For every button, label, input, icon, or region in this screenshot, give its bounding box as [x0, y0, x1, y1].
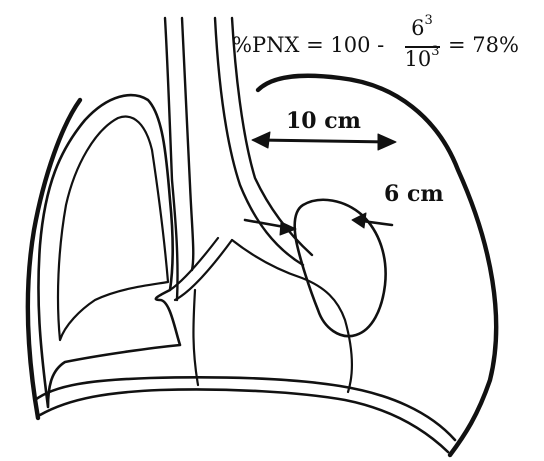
mediastinum — [193, 240, 352, 392]
pneumothorax-formula: %PNX = 100 - 63 103 = 78% — [232, 16, 538, 78]
formula-result: = 78% — [448, 33, 519, 57]
diaphragm — [35, 377, 455, 452]
measurement-6cm-label: 6 cm — [384, 181, 444, 207]
left-lung-inner — [58, 117, 168, 340]
trachea-inner-left-wall — [182, 18, 193, 270]
formula-lhs: %PNX = 100 - — [232, 33, 384, 57]
formula-fraction: 63 103 — [404, 16, 440, 78]
left-bronchus — [170, 238, 232, 300]
formula-numerator: 63 — [404, 16, 440, 40]
arrow-10cm — [252, 132, 396, 150]
measurement-10cm-label: 10 cm — [286, 108, 361, 134]
formula-denominator: 103 — [404, 47, 440, 71]
collapsed-right-lung — [295, 200, 386, 336]
chest-wall-left — [28, 100, 80, 418]
